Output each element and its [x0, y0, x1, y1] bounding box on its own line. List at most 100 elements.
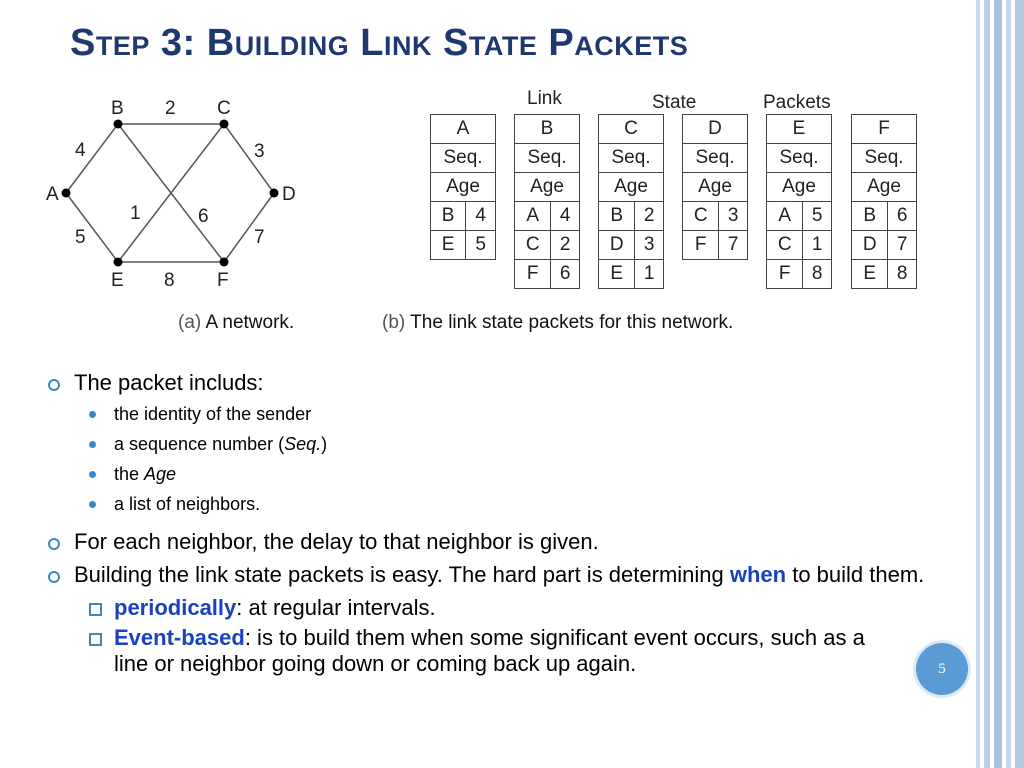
neighbor-name: C [765, 230, 804, 260]
edge-weight-b-c: 2 [165, 98, 176, 119]
neighbor-delay: 1 [802, 230, 832, 260]
sub-bullet-periodically: periodically: at regular intervals. [44, 595, 964, 621]
caption-a-text: A network. [205, 312, 295, 333]
neighbor-name: F [513, 259, 552, 289]
packet-age: Age [430, 172, 496, 202]
neighbor-delay: 2 [550, 230, 580, 260]
packet-name: C [598, 114, 664, 144]
sub-bullet-text: : at regular intervals. [236, 595, 436, 620]
edge-weight-a-b: 4 [75, 140, 86, 161]
packet-age: Age [682, 172, 748, 202]
sub-bullet-highlight: Event-based [114, 625, 245, 650]
edge-weight-c-d: 3 [254, 141, 265, 162]
packet-name: E [766, 114, 832, 144]
edge-d-f [223, 192, 275, 263]
node-f [219, 257, 229, 267]
sub-bullet-text: a sequence number ( [114, 434, 285, 454]
bullet-text-end: to build them. [786, 562, 925, 587]
bullet-text: The packet includs: [74, 370, 264, 395]
neighbor-name: A [513, 201, 552, 231]
packet-name: B [514, 114, 580, 144]
dot-bullet-icon [89, 501, 96, 508]
dot-bullet-icon [89, 441, 96, 448]
packet-seq: Seq. [514, 143, 580, 173]
neighbor-name: C [513, 230, 552, 260]
node-label-b: B [111, 98, 124, 119]
neighbor-name: D [597, 230, 636, 260]
packets-header-link: Link [527, 88, 562, 109]
edge-weight-e-f: 8 [164, 270, 175, 291]
node-label-c: C [217, 98, 231, 119]
packet-name: A [430, 114, 496, 144]
hollow-circle-bullet-icon [48, 571, 60, 583]
node-c [219, 119, 229, 129]
edge-b-f [117, 123, 225, 263]
packet-age: Age [766, 172, 832, 202]
caption-a-label: (a) [178, 312, 202, 333]
packet-name: D [682, 114, 748, 144]
decorative-side-stripes [976, 0, 1024, 768]
node-e [113, 257, 123, 267]
edge-weight-a-e: 5 [75, 227, 86, 248]
bullet-building-packets: Building the link state packets is easy.… [44, 562, 964, 588]
node-label-d: D [282, 184, 296, 205]
neighbor-delay: 4 [550, 201, 580, 231]
packet-age: Age [514, 172, 580, 202]
sub-bullet-age: the Age [44, 463, 964, 485]
neighbor-delay: 4 [465, 201, 496, 231]
node-label-a: A [46, 184, 59, 205]
bullet-text: For each neighbor, the delay to that nei… [74, 529, 599, 554]
sub-bullet-text: a list of neighbors. [114, 494, 261, 514]
hollow-circle-bullet-icon [48, 379, 60, 391]
bullet-packet-includes: The packet includs: [44, 370, 964, 396]
neighbor-name: E [597, 259, 636, 289]
neighbor-name: F [765, 259, 804, 289]
sub-bullet-text: : is to build them when some significant… [114, 625, 865, 676]
packets-header-packets: Packets [763, 92, 831, 113]
sub-bullet-text: the [114, 464, 145, 484]
neighbor-delay: 3 [718, 201, 748, 231]
hollow-square-bullet-icon [89, 633, 102, 646]
packet-seq: Seq. [766, 143, 832, 173]
neighbor-delay: 3 [634, 230, 664, 260]
packet-seq: Seq. [682, 143, 748, 173]
caption-b-text: The link state packets for this network. [410, 312, 734, 333]
dot-bullet-icon [89, 471, 96, 478]
neighbor-name: E [429, 230, 467, 260]
neighbor-delay: 7 [887, 230, 917, 260]
bullet-highlight: when [729, 562, 787, 587]
node-b [113, 119, 123, 129]
sub-bullet-highlight: periodically [114, 595, 237, 620]
neighbor-name: F [681, 230, 720, 260]
network-diagram: B C A D E F 2 4 3 5 7 8 1 6 [46, 98, 296, 291]
neighbor-delay: 8 [802, 259, 832, 289]
dot-bullet-icon [89, 411, 96, 418]
packet-seq: Seq. [598, 143, 664, 173]
bullet-list: The packet includs: the identity of the … [44, 370, 964, 681]
packets-header-state: State [652, 92, 697, 113]
packet-age: Age [598, 172, 664, 202]
neighbor-name: B [850, 201, 889, 231]
hollow-square-bullet-icon [89, 603, 102, 616]
sub-bullet-neighbors: a list of neighbors. [44, 493, 964, 515]
edge-a-e [65, 192, 119, 263]
neighbor-name: E [850, 259, 889, 289]
slide-title: Step 3: Building Link State Packets [70, 22, 689, 64]
packet-age: Age [851, 172, 917, 202]
packet-name: F [851, 114, 917, 144]
caption-a: (a) A network. [178, 312, 294, 334]
neighbor-delay: 6 [550, 259, 580, 289]
neighbor-delay: 5 [802, 201, 832, 231]
packet-seq: Seq. [430, 143, 496, 173]
neighbor-name: C [681, 201, 720, 231]
neighbor-delay: 8 [887, 259, 917, 289]
neighbor-delay: 6 [887, 201, 917, 231]
neighbor-delay: 1 [634, 259, 664, 289]
node-d [269, 188, 279, 198]
neighbor-name: B [597, 201, 636, 231]
